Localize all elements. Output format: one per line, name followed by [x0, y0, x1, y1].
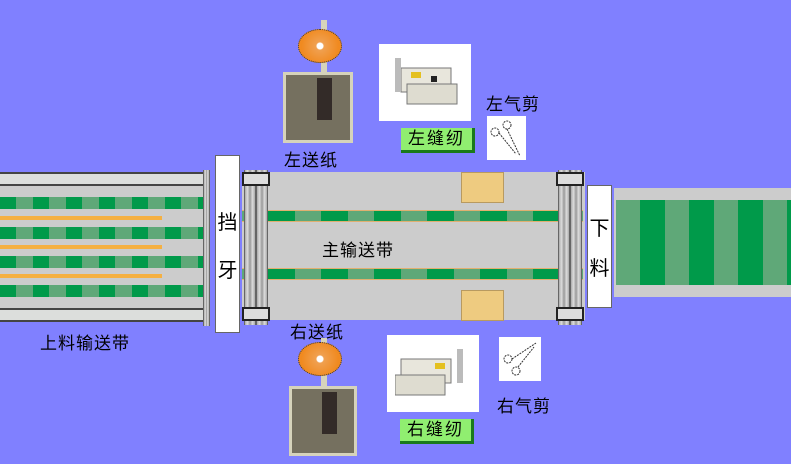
belt-stripe — [0, 285, 206, 297]
left-sew-button[interactable]: 左缝纫 — [401, 128, 475, 153]
unload-label-2: 料 — [589, 256, 610, 281]
roller — [570, 170, 582, 325]
right-paper-feed-label: 右送纸 — [290, 323, 344, 343]
left-sewing-machine-image — [379, 44, 471, 121]
left-paper-feed-label: 左送纸 — [284, 151, 338, 171]
roller — [256, 170, 268, 325]
material-strip — [0, 216, 162, 220]
roller — [203, 170, 210, 326]
sewing-machine-icon — [395, 348, 463, 395]
left-air-scissors-label: 左气剪 — [486, 95, 540, 115]
roller-cap — [242, 307, 270, 321]
roller — [244, 170, 256, 325]
belt-stripe — [242, 210, 583, 222]
belt-stripe — [0, 227, 206, 239]
paper-roll-icon — [298, 342, 342, 376]
right-air-scissors-label: 右气剪 — [497, 397, 551, 417]
unload-panel[interactable]: 下 料 — [587, 185, 612, 308]
belt-stripe — [0, 197, 206, 209]
right-scissors-icon[interactable] — [499, 337, 541, 381]
paper-roll-icon — [298, 29, 342, 63]
feed-conveyor-label: 上料输送带 — [40, 334, 130, 354]
main-conveyor — [242, 170, 585, 325]
left-scissors-icon[interactable] — [487, 116, 526, 160]
top-rail — [0, 172, 208, 186]
roller-cap — [556, 307, 584, 321]
scissors-glyph — [503, 342, 537, 376]
unload-label-1: 下 — [589, 215, 610, 240]
left-paper-feeder[interactable] — [283, 72, 353, 143]
output-conveyor — [614, 188, 791, 297]
stopper-panel[interactable]: 挡 牙 — [215, 155, 240, 333]
belt-stripe — [0, 256, 206, 268]
paper-pad-bottom — [461, 290, 504, 321]
feeder-slot — [317, 78, 332, 120]
roller-cap — [556, 172, 584, 186]
stopper-label-2: 牙 — [217, 257, 238, 282]
sewing-machine-icon — [395, 57, 458, 104]
stopper-label-1: 挡 — [217, 209, 238, 234]
bottom-rail — [0, 308, 208, 322]
right-sewing-machine-image — [387, 335, 479, 412]
feeder-slot — [322, 392, 337, 434]
scissors-glyph — [490, 120, 520, 157]
belt-stripe — [242, 268, 583, 280]
feed-conveyor — [0, 170, 212, 326]
right-sew-button[interactable]: 右缝纫 — [400, 419, 474, 444]
roller-cap — [242, 172, 270, 186]
main-conveyor-label: 主输送带 — [322, 241, 394, 261]
paper-pad-top — [461, 172, 504, 203]
material-strip — [0, 274, 162, 278]
output-belt — [616, 200, 791, 285]
roller — [558, 170, 570, 325]
main-belt — [242, 172, 585, 320]
right-paper-feeder[interactable] — [289, 386, 357, 456]
material-strip — [0, 245, 162, 249]
